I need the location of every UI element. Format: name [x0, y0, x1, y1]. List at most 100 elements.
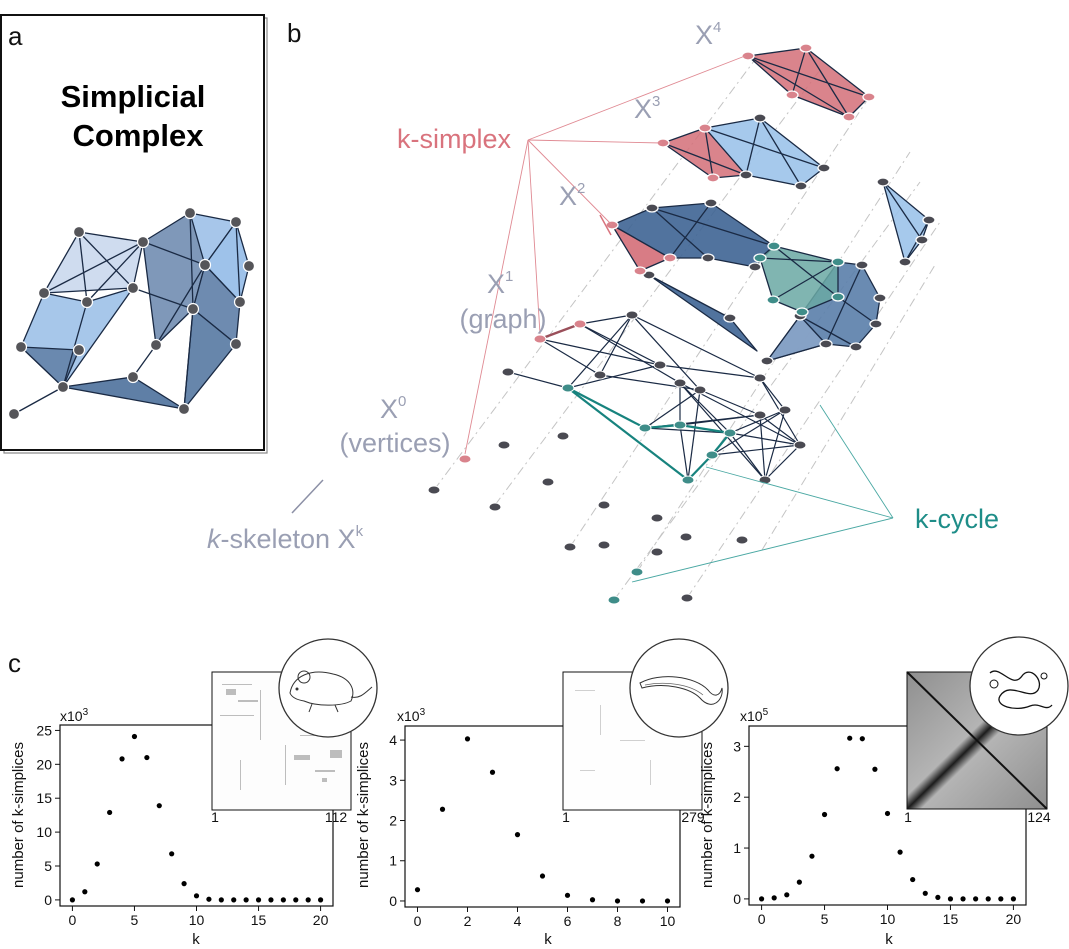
- plot-mouse-point: [69, 897, 76, 903]
- plot-larva-point: [910, 876, 916, 883]
- layer-x4: [741, 43, 876, 122]
- plot-worm-xtick-label: 6: [564, 913, 572, 929]
- svg-text:k-skeleton Xk: k-skeleton Xk: [207, 523, 364, 554]
- plot-larva-xtick-label: 10: [880, 911, 896, 927]
- plot-larva-point: [821, 811, 828, 818]
- plot-mouse-xtick-label: 20: [313, 912, 329, 928]
- plot-mouse-inset-end: 112: [325, 809, 348, 825]
- plot-mouse-point: [218, 897, 224, 903]
- plot-larva-point: [834, 766, 840, 772]
- plot-larva-xtick-label: 20: [1006, 911, 1022, 927]
- plot-larva-inset-start: 1: [904, 809, 912, 825]
- plot-mouse-xtick-label: 15: [251, 912, 267, 928]
- plot-mouse-point: [82, 889, 88, 895]
- plot-worm-xtick-label: 10: [660, 913, 676, 929]
- plot-worm-ytick-label: 3: [389, 772, 397, 788]
- plot-mouse-point: [144, 754, 150, 761]
- plot-mouse-point: [193, 893, 200, 899]
- panel-a: a Simplicial Complex: [0, 14, 268, 454]
- plot-larva-point: [1010, 896, 1017, 902]
- plot-larva-point: [897, 849, 903, 855]
- plot-mouse-xtick-label: 10: [189, 912, 205, 928]
- plot-worm-points: [414, 736, 671, 904]
- label-x4-sup: 4: [713, 19, 721, 36]
- plot-worm-ytick-label: 0: [389, 893, 397, 909]
- plot-mouse-point: [107, 809, 113, 816]
- plot-mouse-point: [131, 733, 138, 740]
- label-x0-sup: 0: [398, 393, 406, 410]
- plot-larva-multiplier-exp: 5: [763, 707, 769, 718]
- label-k-cycle: k-cycle: [915, 504, 999, 534]
- plot-worm-xtick-label: 4: [514, 913, 522, 929]
- layer-x3: [656, 113, 831, 191]
- label-x1-note: (graph): [459, 304, 546, 334]
- plot-worm-point: [614, 898, 621, 904]
- plot-larva-point: [758, 896, 765, 902]
- plot-worm-point: [564, 892, 571, 898]
- plot-worm-point: [664, 898, 671, 904]
- svg-text:x103: x103: [397, 707, 426, 724]
- label-x2: X: [559, 181, 577, 211]
- plot-larva-point: [872, 766, 878, 772]
- plot-worm-inset-end: 279: [681, 809, 705, 825]
- plot-larva-xlabel: k: [885, 931, 893, 948]
- svg-text:X1: X1: [487, 268, 513, 299]
- label-skeleton-sup: k: [356, 523, 364, 540]
- plot-larva-xtick-label: 15: [943, 911, 959, 927]
- plot-larva-point: [973, 896, 979, 902]
- label-x1: X: [487, 269, 505, 299]
- plot-worm-multiplier: x10: [397, 708, 420, 724]
- mouse-icon: [278, 638, 378, 738]
- label-x3-sup: 3: [652, 93, 660, 110]
- svg-text:X0: X0: [380, 393, 406, 424]
- plot-mouse-point: [156, 803, 162, 809]
- plot-mouse-ytick-label: 25: [36, 722, 52, 738]
- plot-larva-multiplier: x10: [740, 708, 763, 724]
- layer-x0-vertices: [427, 431, 749, 605]
- label-x0-note: (vertices): [339, 428, 450, 458]
- plot-worm-inset-start: 1: [562, 809, 570, 825]
- plot-mouse-multiplier: x10: [60, 708, 83, 724]
- plot-larva-inset-end: 124: [1027, 809, 1051, 825]
- plot-mouse-point: [231, 897, 237, 903]
- plot-mouse-point: [206, 896, 212, 902]
- plot-larva-point: [859, 736, 865, 742]
- plot-mouse-point: [181, 881, 187, 887]
- panel-a-letter: a: [8, 21, 23, 51]
- plot-mouse-point: [293, 897, 299, 903]
- plot-larva-xtick-label: 0: [758, 911, 766, 927]
- plot-mouse-xlabel: k: [192, 931, 200, 948]
- simplicial-title-line2: Complex: [73, 118, 205, 153]
- label-x1-sup: 1: [505, 268, 513, 285]
- label-skeleton-k: k: [207, 524, 222, 554]
- plot-worm-point: [514, 832, 521, 838]
- plot-mouse-ytick-label: 5: [44, 858, 52, 874]
- label-skeleton-rest: -skeleton X: [221, 524, 356, 554]
- plot-mouse-ylabel: number of k-simplices: [10, 742, 27, 888]
- plot-larva-ytick-label: 2: [733, 789, 741, 805]
- plot-worm-point: [464, 736, 471, 742]
- plot-larva-point: [922, 890, 928, 896]
- label-x2-sup: 2: [577, 180, 585, 197]
- plot-mouse-inset-start: 1: [211, 809, 219, 825]
- larva-icon: [969, 636, 1069, 736]
- label-x3: X: [634, 94, 652, 124]
- plot-mouse-point: [317, 897, 324, 903]
- simplicial-complex-illustration: [7, 206, 256, 421]
- plot-mouse-point: [243, 897, 249, 903]
- panel-c-letter: c: [8, 648, 21, 678]
- plot-larva-point: [985, 896, 991, 902]
- plot-worm-point: [414, 887, 421, 893]
- label-x4: X: [695, 20, 713, 50]
- plot-larva-point: [784, 892, 790, 898]
- plot-larva-point: [935, 894, 941, 900]
- plot-worm-point: [539, 873, 546, 879]
- plot-larva-point: [809, 853, 815, 859]
- svg-text:X4: X4: [695, 19, 721, 50]
- worm-icon: [629, 638, 729, 738]
- label-x0: X: [380, 394, 398, 424]
